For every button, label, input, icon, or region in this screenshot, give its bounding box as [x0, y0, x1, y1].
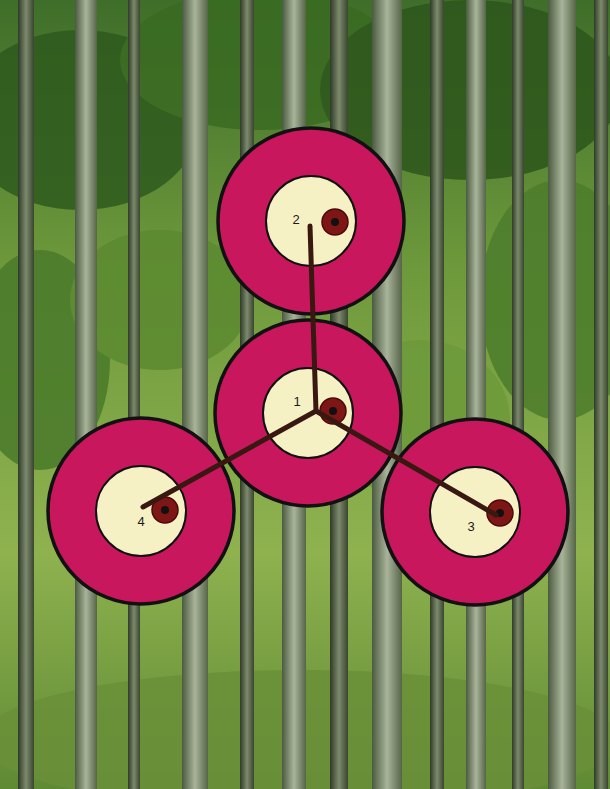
plot-number: 4 [137, 515, 144, 528]
tree-center [331, 218, 339, 226]
plot-number: 3 [467, 520, 474, 533]
tree-center [161, 506, 169, 514]
connector-line [310, 226, 316, 411]
tree-center [496, 509, 504, 517]
plot-number: 1 [293, 395, 300, 408]
tree-mark [320, 398, 346, 424]
inner-circle [263, 368, 353, 458]
outer-ring [48, 418, 234, 604]
tree-center [329, 407, 337, 415]
target-circle: 4 [45, 415, 237, 607]
outer-ring [215, 320, 401, 506]
outer-ring [218, 128, 404, 314]
circle-outline [212, 317, 404, 509]
tree-mark [487, 500, 513, 526]
target-circle: 3 [379, 416, 571, 608]
circle-outline [215, 125, 407, 317]
tree-mark [152, 497, 178, 523]
outer-ring [382, 419, 568, 605]
connector-line [316, 411, 496, 515]
plot-number: 2 [292, 213, 299, 226]
target-circle: 1 [212, 317, 404, 509]
circle-outline [45, 415, 237, 607]
inner-circle [96, 466, 186, 556]
connector-line [143, 411, 316, 507]
circle-outline [379, 416, 571, 608]
target-circle: 2 [215, 125, 407, 317]
inner-circle [266, 176, 356, 266]
tree-mark [322, 209, 348, 235]
inner-circle [430, 467, 520, 557]
